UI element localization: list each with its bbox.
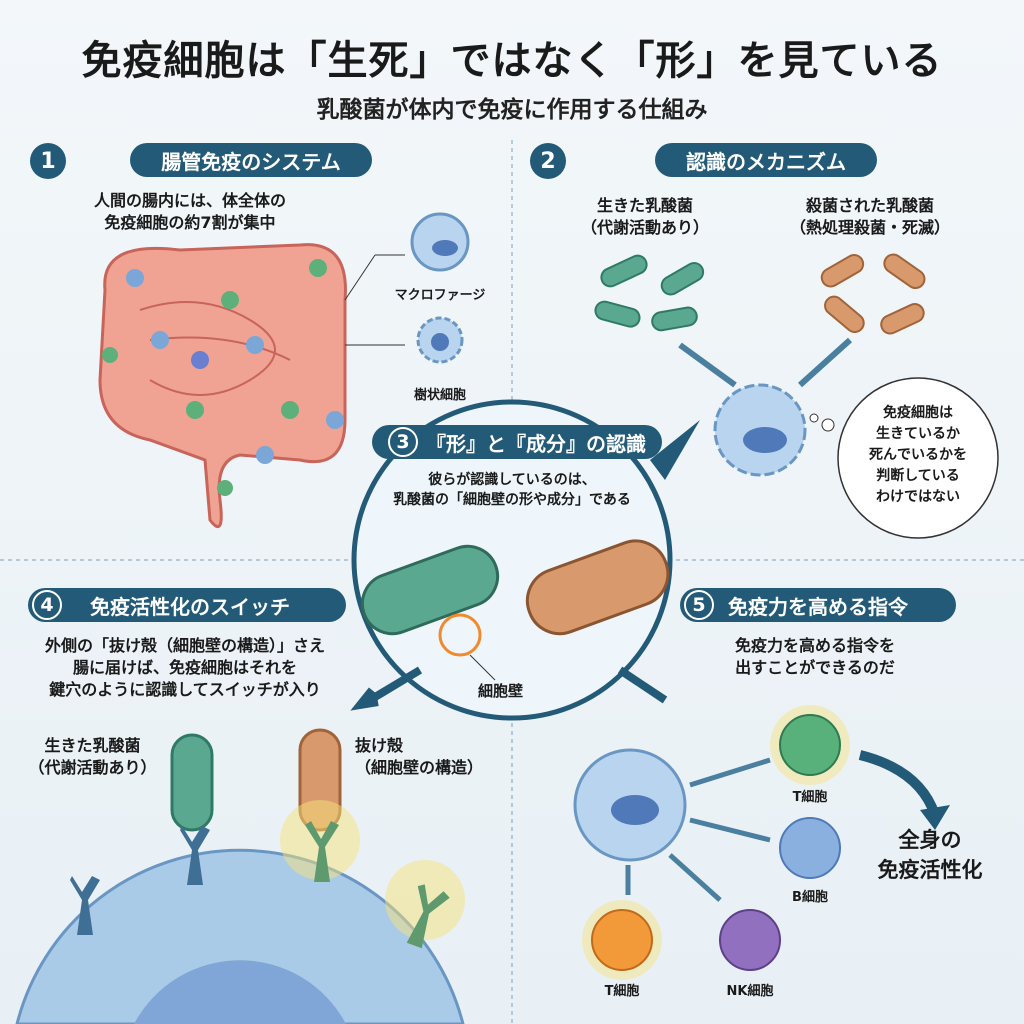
shell-label: 抜け殻 （細胞壁の構造） xyxy=(355,735,490,779)
section-1-heading: 腸管免疫のシステム xyxy=(130,143,372,177)
page-subtitle: 乳酸菌が体内で免疫に作用する仕組み xyxy=(316,97,708,123)
nk-cell-icon xyxy=(719,909,781,971)
section-3-badge: 3 xyxy=(388,427,418,457)
dead-bacterium-closeup xyxy=(525,539,670,636)
text-line: 生きているか xyxy=(876,426,960,442)
live-bacterium-label: 生きた乳酸菌 （代謝活動あり） xyxy=(25,735,160,779)
result-text: 全身の免疫活性化 xyxy=(860,825,1000,885)
text-line: 人間の腸内には、体全体の xyxy=(93,191,286,210)
immune-cell-large xyxy=(15,848,465,1024)
section-4-heading: 4 免疫活性化のスイッチ xyxy=(28,588,346,622)
section-5-heading: 5 免疫力を高める指令 xyxy=(680,588,956,622)
section-1-text: 人間の腸内には、体全体の 免疫細胞の約7割が集中 xyxy=(60,190,320,234)
nk-cell-label: NK細胞 xyxy=(726,984,774,999)
text-line: 彼らが認識しているのは、 xyxy=(428,472,596,488)
text-line: 乳酸菌の「細胞壁の形や成分」である xyxy=(393,492,631,508)
section-5-text: 免疫力を高める指令を出すことができるのだ xyxy=(700,635,930,679)
section-5-title: 免疫力を高める指令 xyxy=(728,594,908,619)
intestine-illustration xyxy=(98,243,347,529)
macrophage-icon xyxy=(410,212,470,272)
recognition-circle xyxy=(351,399,673,721)
dead-bacteria-icon xyxy=(820,253,926,335)
cell-wall-label: 細胞壁 xyxy=(478,682,524,700)
text-line: わけではない xyxy=(876,489,960,505)
section-4-title: 免疫活性化のスイッチ xyxy=(90,594,290,619)
text-line: 抜け殻 xyxy=(355,736,404,755)
central-immune-cell-icon xyxy=(573,748,687,862)
section-3-text: 彼らが認識しているのは、乳酸菌の「細胞壁の形や成分」である xyxy=(362,470,662,510)
section-4-badge: 4 xyxy=(32,590,62,620)
cell-wall-highlight xyxy=(438,613,482,657)
text-line: （代謝活動あり） xyxy=(28,758,157,777)
text-line: 生きた乳酸菌 xyxy=(44,736,141,755)
text-line: （細胞壁の構造） xyxy=(355,758,484,777)
text-line: 免疫細胞は xyxy=(883,405,953,421)
t-cell-green-icon xyxy=(779,714,841,776)
text-line: 鍵穴のように認識してスイッチが入り xyxy=(49,680,321,699)
section-5-badge: 5 xyxy=(684,590,714,620)
receptor-icons xyxy=(70,826,210,935)
text-line: 外側の「抜け殻（細胞壁の構造）」さえ xyxy=(44,636,325,655)
text-line: 殺菌された乳酸菌 xyxy=(805,196,934,215)
text-line: （熱処理殺菌・死滅） xyxy=(789,218,950,237)
thought-bubble-text: 免疫細胞は生きているか死んでいるかを判断しているわけではない xyxy=(858,403,978,508)
dendritic-cell-icon xyxy=(416,316,464,364)
text-line: 免疫活性化 xyxy=(877,858,983,882)
text-line: 免疫力を高める指令を xyxy=(734,636,895,655)
text-line: 判断している xyxy=(876,468,960,484)
t-cell-label: T細胞 xyxy=(792,790,828,805)
text-line: 出すことができるのだ xyxy=(735,658,895,677)
live-bacteria-label: 生きた乳酸菌 （代謝活動あり） xyxy=(570,195,720,239)
b-cell-label: B細胞 xyxy=(792,890,828,905)
text-line: 腸に届けば、免疫細胞はそれを xyxy=(72,658,297,677)
b-cell-icon xyxy=(779,817,841,879)
live-bacterium-icon xyxy=(170,733,214,832)
section-2-badge: 2 xyxy=(530,143,566,179)
t-cell-label-2: T細胞 xyxy=(604,984,640,999)
section-2-heading: 認識のメカニズム xyxy=(655,143,877,177)
text-line: 死んでいるかを xyxy=(869,447,967,463)
section-1-badge: 1 xyxy=(30,143,66,179)
dead-bacteria-label: 殺菌された乳酸菌 （熱処理殺菌・死滅） xyxy=(785,195,955,239)
dendritic-cell-label: 樹状細胞 xyxy=(413,388,466,403)
text-line: 免疫細胞の約7割が集中 xyxy=(104,213,276,232)
t-cell-orange-icon xyxy=(591,909,653,971)
live-bacteria-icon xyxy=(594,254,705,332)
page-title: 免疫細胞は「生死」ではなく「形」を見ている xyxy=(81,38,943,84)
immune-cell-nucleus xyxy=(134,960,346,1024)
macrophage-label: マクロファージ xyxy=(394,288,486,303)
live-bacterium-closeup xyxy=(360,544,500,636)
text-line: 全身の xyxy=(898,828,962,852)
thought-bubble xyxy=(837,377,999,539)
immune-cell-icon xyxy=(713,383,807,477)
text-line: （代謝活動あり） xyxy=(580,218,709,237)
text-line: 生きた乳酸菌 xyxy=(596,196,693,215)
section-3-title: 『形』と『成分』の認識 xyxy=(426,431,646,456)
section-4-text: 外側の「抜け殻（細胞壁の構造）」さえ腸に届けば、免疫細胞はそれを鍵穴のように認識… xyxy=(20,635,350,701)
section-3-heading: 3 『形』と『成分』の認識 xyxy=(372,425,662,459)
